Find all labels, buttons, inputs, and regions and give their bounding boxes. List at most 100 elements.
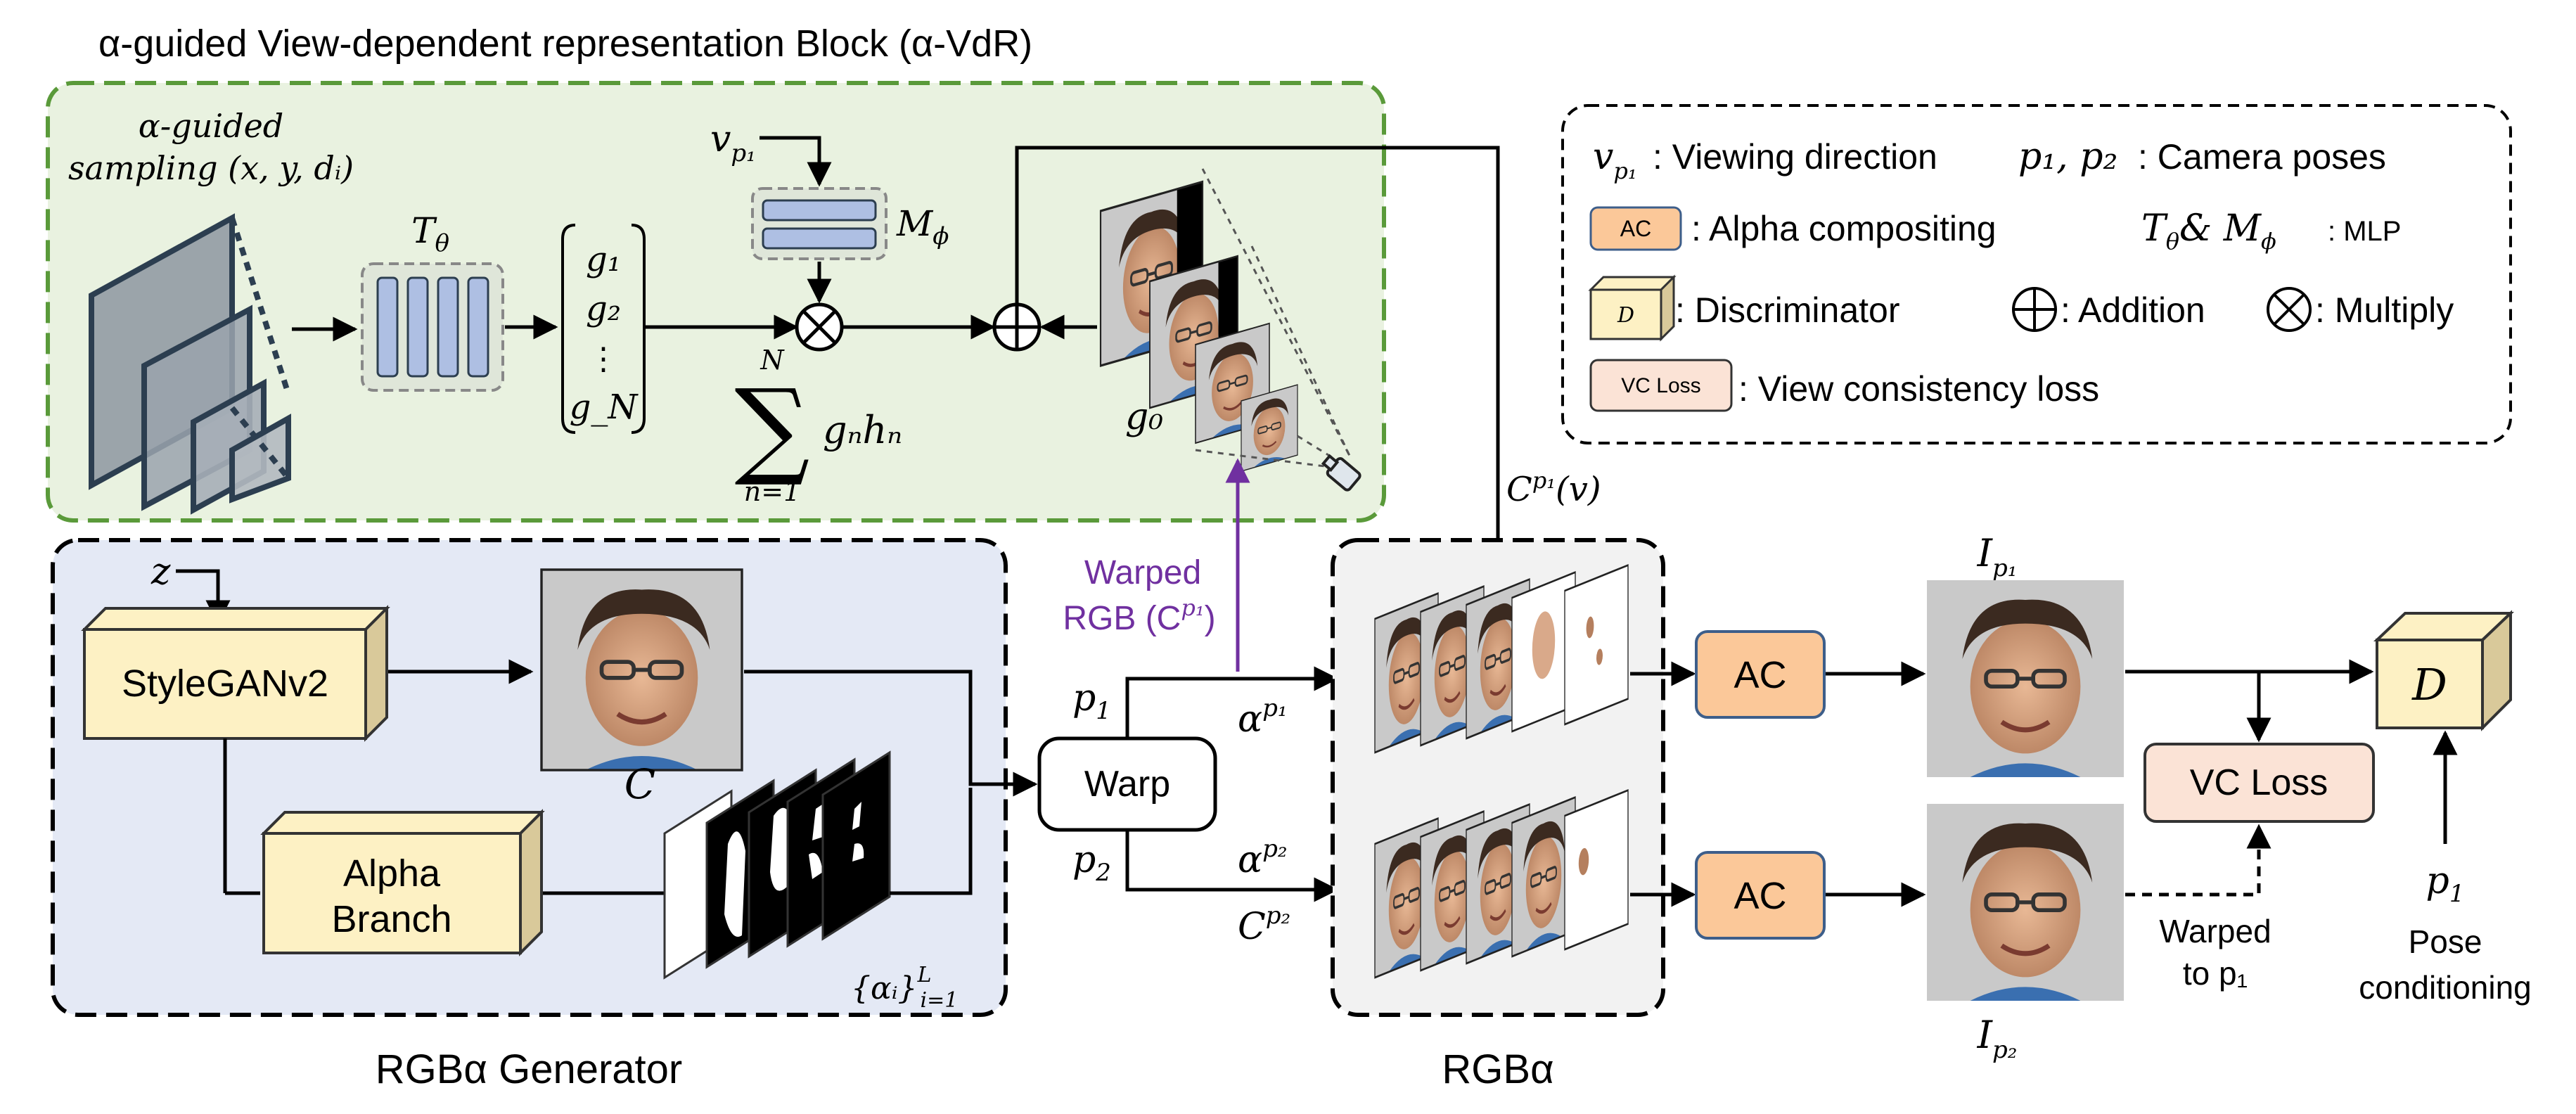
warp-section: Warp p1 p2 αp₁ αp₂ Cp₂ Warped RGB (Cp₁): [1037, 458, 1339, 948]
ip1-face-image: [1927, 580, 2124, 777]
g-item-n: g_N: [570, 388, 639, 427]
m-phi-layer-2: [762, 227, 877, 250]
arrow-warp-to-rgba-top: [1125, 666, 1339, 738]
vdr-title: α-guided View-dependent representation B…: [98, 23, 1032, 65]
sampling-planes-icon: [89, 213, 291, 515]
ip2-face-image: [1927, 804, 2124, 1001]
warped-rgb-label-2: RGB (Cp₁): [1063, 594, 1215, 637]
legend-disc-text: : Discriminator: [1675, 290, 1899, 330]
legend-mlp-text: : MLP: [2328, 216, 2401, 247]
alpha-branch-label-2: Branch: [331, 898, 451, 940]
g-vector-bracket-left: [561, 224, 576, 434]
sampling-label-1: α-guided: [139, 107, 284, 145]
g0-image-stack: [1101, 168, 1352, 473]
ac-top-label: AC: [1734, 654, 1786, 696]
p1-mid-label: p1: [1072, 677, 1111, 725]
rgba-caption: RGBα: [1442, 1046, 1553, 1092]
sum-bottom: n=1: [744, 476, 801, 507]
legend-ac-text: : Alpha compositing: [1691, 209, 1997, 248]
g0-label: g₀: [1125, 396, 1163, 438]
generator-caption: RGBα Generator: [376, 1046, 682, 1092]
rgba-block: [1331, 538, 1665, 1017]
addition-icon: [992, 302, 1042, 352]
discriminator-label: D: [2411, 659, 2447, 710]
legend-camera-poses-text: : Camera poses: [2138, 137, 2386, 177]
generator-block: z StyleGANv2 C Alpha Branch: [51, 538, 1038, 1017]
m-phi-label: Mϕ: [896, 203, 949, 250]
alpha-p1-label: αp₁: [1238, 694, 1288, 741]
g-item-dots: ⋮: [588, 341, 619, 377]
m-phi-layer-1: [762, 199, 877, 222]
g-vector-bracket-right: [631, 224, 646, 434]
warp-label: Warp: [1084, 764, 1170, 805]
legend: vp₁ : Viewing direction p₁, p₂ : Camera …: [1561, 104, 2512, 444]
g-item-1: g₁: [586, 240, 621, 279]
rgba-bottom-stack: [1375, 788, 1629, 978]
multiply-icon: [795, 302, 844, 352]
t-theta-label: Tθ: [411, 210, 449, 257]
legend-add-text: : Addition: [2061, 290, 2205, 330]
ac-bottom-box: [1695, 851, 1826, 940]
sum-top: N: [760, 345, 785, 376]
legend-mlp-label: Tθ& Mϕ: [2141, 207, 2276, 255]
c-label: C: [624, 760, 655, 808]
warped-to-label-2: to p₁: [2183, 955, 2248, 992]
ac-bottom-label: AC: [1734, 875, 1786, 917]
arrow-v-to-m: [760, 136, 832, 187]
cp1v-label: Cp₁(v): [1506, 467, 1601, 509]
g-item-2: g₂: [586, 289, 621, 328]
legend-disc-cube-icon: [1588, 274, 1677, 342]
discriminator-cube-icon: [2373, 610, 2515, 731]
stylegan-label: StyleGANv2: [122, 662, 328, 705]
legend-ac-box: [1589, 206, 1682, 251]
legend-multiply-icon: [2267, 287, 2312, 332]
alpha-masks-stack: [663, 750, 891, 980]
camera-icon: [1321, 454, 1361, 492]
vc-loss-box: [2144, 743, 2375, 823]
sampling-label-2: sampling (x, y, dᵢ): [68, 149, 354, 187]
pose-label-2: conditioning: [2359, 969, 2532, 1006]
c-p2-label: Cp₂: [1238, 902, 1290, 948]
arrow-warp-to-rgba-bottom: [1125, 830, 1339, 902]
v-p1-label: vp₁: [710, 118, 756, 167]
alpha-p2-label: αp₂: [1238, 835, 1288, 881]
vc-loss-label: VC Loss: [2190, 762, 2328, 803]
line-c-to-warp: [744, 670, 1038, 797]
legend-disc-box-label: D: [1617, 303, 1634, 328]
alpha-branch-label-1: Alpha: [343, 852, 441, 895]
legend-mul-text: : Multiply: [2315, 290, 2454, 330]
legend-addition-icon: [2012, 287, 2057, 332]
legend-vc-text: : View consistency loss: [1738, 369, 2099, 409]
t-theta-layers: [376, 276, 489, 378]
c-face-image: [542, 570, 742, 770]
legend-ac-box-label: AC: [1620, 216, 1651, 241]
ac-top-box: [1695, 630, 1826, 719]
vdr-block: α-guided View-dependent representation B…: [46, 23, 1386, 523]
line-masks-to-warp: [890, 788, 973, 895]
sum-symbol: ∑: [734, 367, 809, 489]
legend-viewing-dir-symbol: vp₁: [1593, 136, 1637, 184]
legend-vc-box-label: VC Loss: [1621, 374, 1700, 397]
arrow-ip2-to-vc-dashed: [2125, 824, 2271, 897]
output-section: AC AC Ip₁ Ip₂ VC Loss Warped to p₁ D p1 …: [1630, 531, 2532, 1064]
legend-camera-poses-symbol: p₁, p₂: [2018, 136, 2117, 178]
p1-right-label: p1: [2426, 860, 2465, 908]
stylegan-block: [81, 605, 390, 742]
ip2-label: Ip₂: [1977, 1013, 2018, 1064]
legend-viewing-dir-text: : Viewing direction: [1653, 137, 1937, 177]
arrow-z-to-stylegan: [176, 569, 231, 625]
legend-border: [1561, 104, 2512, 444]
warped-rgb-label-1: Warped: [1084, 554, 1201, 591]
legend-vc-box: [1589, 359, 1733, 412]
pose-label-1: Pose: [2409, 923, 2482, 960]
warped-to-label-1: Warped: [2159, 913, 2271, 949]
z-label: z: [150, 551, 171, 593]
ip1-label: Ip₁: [1977, 531, 2018, 582]
sum-term: gₙhₙ: [823, 408, 902, 452]
vdr-container: [46, 81, 1386, 523]
p2-mid-label: p2: [1072, 839, 1111, 887]
rgba-top-stack: [1375, 563, 1629, 753]
alpha-branch-block: [260, 809, 545, 956]
